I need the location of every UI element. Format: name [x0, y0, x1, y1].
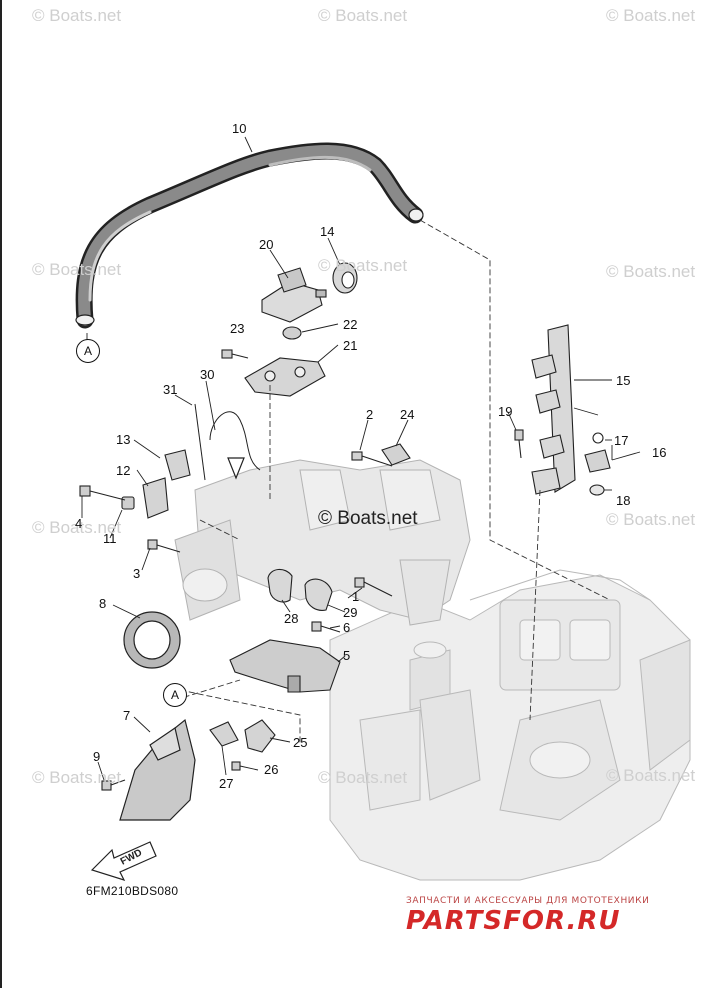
- callout-8: 8: [99, 596, 107, 611]
- callout-28: 28: [284, 611, 299, 626]
- brand-logo: PARTSFOR.RU: [406, 906, 621, 936]
- fwd-arrow: [90, 841, 157, 881]
- callout-30: 30: [200, 367, 215, 382]
- callout-2: 2: [366, 407, 374, 422]
- watermark: © Boats.net: [318, 768, 408, 787]
- callout-24: 24: [400, 407, 415, 422]
- callout-9: 9: [93, 749, 101, 764]
- watermark-center: © Boats.net: [318, 508, 418, 529]
- part-15-fuel-rail: [531, 324, 576, 495]
- part-22-washer: [282, 326, 302, 340]
- callout-3: 3: [133, 566, 141, 581]
- watermark: © Boats.net: [32, 6, 122, 25]
- part-5-bracket: [229, 639, 341, 693]
- watermark: © Boats.net: [32, 518, 122, 537]
- parts-2-24: [351, 443, 411, 467]
- watermark: © Boats.net: [606, 510, 696, 529]
- dashed-guides: [174, 219, 611, 745]
- reference-marker-a: A: [163, 683, 187, 707]
- part-23-bolt: [221, 349, 249, 359]
- parts-30-31: [194, 403, 261, 481]
- callout-4: 4: [75, 516, 83, 531]
- brand-tagline: ЗАПЧАСТИ И АКСЕССУАРЫ ДЛЯ МОТОТЕХНИКИ: [406, 896, 650, 906]
- down-arrow-marker: [227, 457, 245, 480]
- leader-lines: [81, 136, 641, 781]
- part-7-housing: [119, 718, 196, 821]
- callout-10: 10: [232, 121, 247, 136]
- callout-18: 18: [616, 493, 631, 508]
- parts-left-cluster: [79, 449, 191, 553]
- watermark: © Boats.net: [606, 262, 696, 281]
- watermark: © Boats.net: [32, 260, 122, 279]
- callout-12: 12: [116, 463, 131, 478]
- engine-block: [329, 569, 691, 881]
- watermark: © Boats.net: [318, 6, 408, 25]
- callout-23: 23: [230, 321, 245, 336]
- part-20-sensor: [261, 267, 327, 323]
- part-21-bracket: [244, 357, 326, 397]
- watermark: © Boats.net: [32, 768, 122, 787]
- watermark: © Boats.net: [606, 6, 696, 25]
- callout-6: 6: [343, 620, 351, 635]
- callout-11: 11: [103, 531, 117, 546]
- reference-marker-a: A: [76, 339, 100, 363]
- image-left-border: [0, 0, 2, 988]
- callout-31: 31: [163, 382, 178, 397]
- part-8-gasket: [123, 611, 181, 669]
- callout-20: 20: [259, 237, 274, 252]
- callout-5: 5: [343, 648, 351, 663]
- callout-7: 7: [123, 708, 131, 723]
- watermark: © Boats.net: [318, 256, 408, 275]
- callout-19: 19: [498, 404, 513, 419]
- watermark: © Boats.net: [606, 766, 696, 785]
- callout-16: 16: [652, 445, 667, 460]
- parts-16-19-small: [514, 429, 611, 496]
- parts-1-6-bolts: [311, 577, 393, 633]
- hose-part-10: [75, 142, 424, 329]
- callout-17: 17: [614, 433, 629, 448]
- callout-25: 25: [293, 735, 308, 750]
- callout-14: 14: [320, 224, 335, 239]
- callout-1: 1: [352, 589, 360, 604]
- part-14-sleeve: [332, 262, 358, 294]
- parts-28-29-clamps: [267, 568, 333, 611]
- callout-29: 29: [343, 605, 358, 620]
- parts-25-27: [209, 719, 276, 771]
- diagram-code: 6FM210BDS080: [86, 884, 179, 898]
- callout-13: 13: [116, 432, 131, 447]
- callout-27: 27: [219, 776, 234, 791]
- part-9-bolt: [101, 779, 126, 791]
- callout-15: 15: [616, 373, 631, 388]
- intake-manifold: [174, 459, 471, 626]
- callout-26: 26: [264, 762, 279, 777]
- callout-22: 22: [343, 317, 358, 332]
- callout-21: 21: [343, 338, 358, 353]
